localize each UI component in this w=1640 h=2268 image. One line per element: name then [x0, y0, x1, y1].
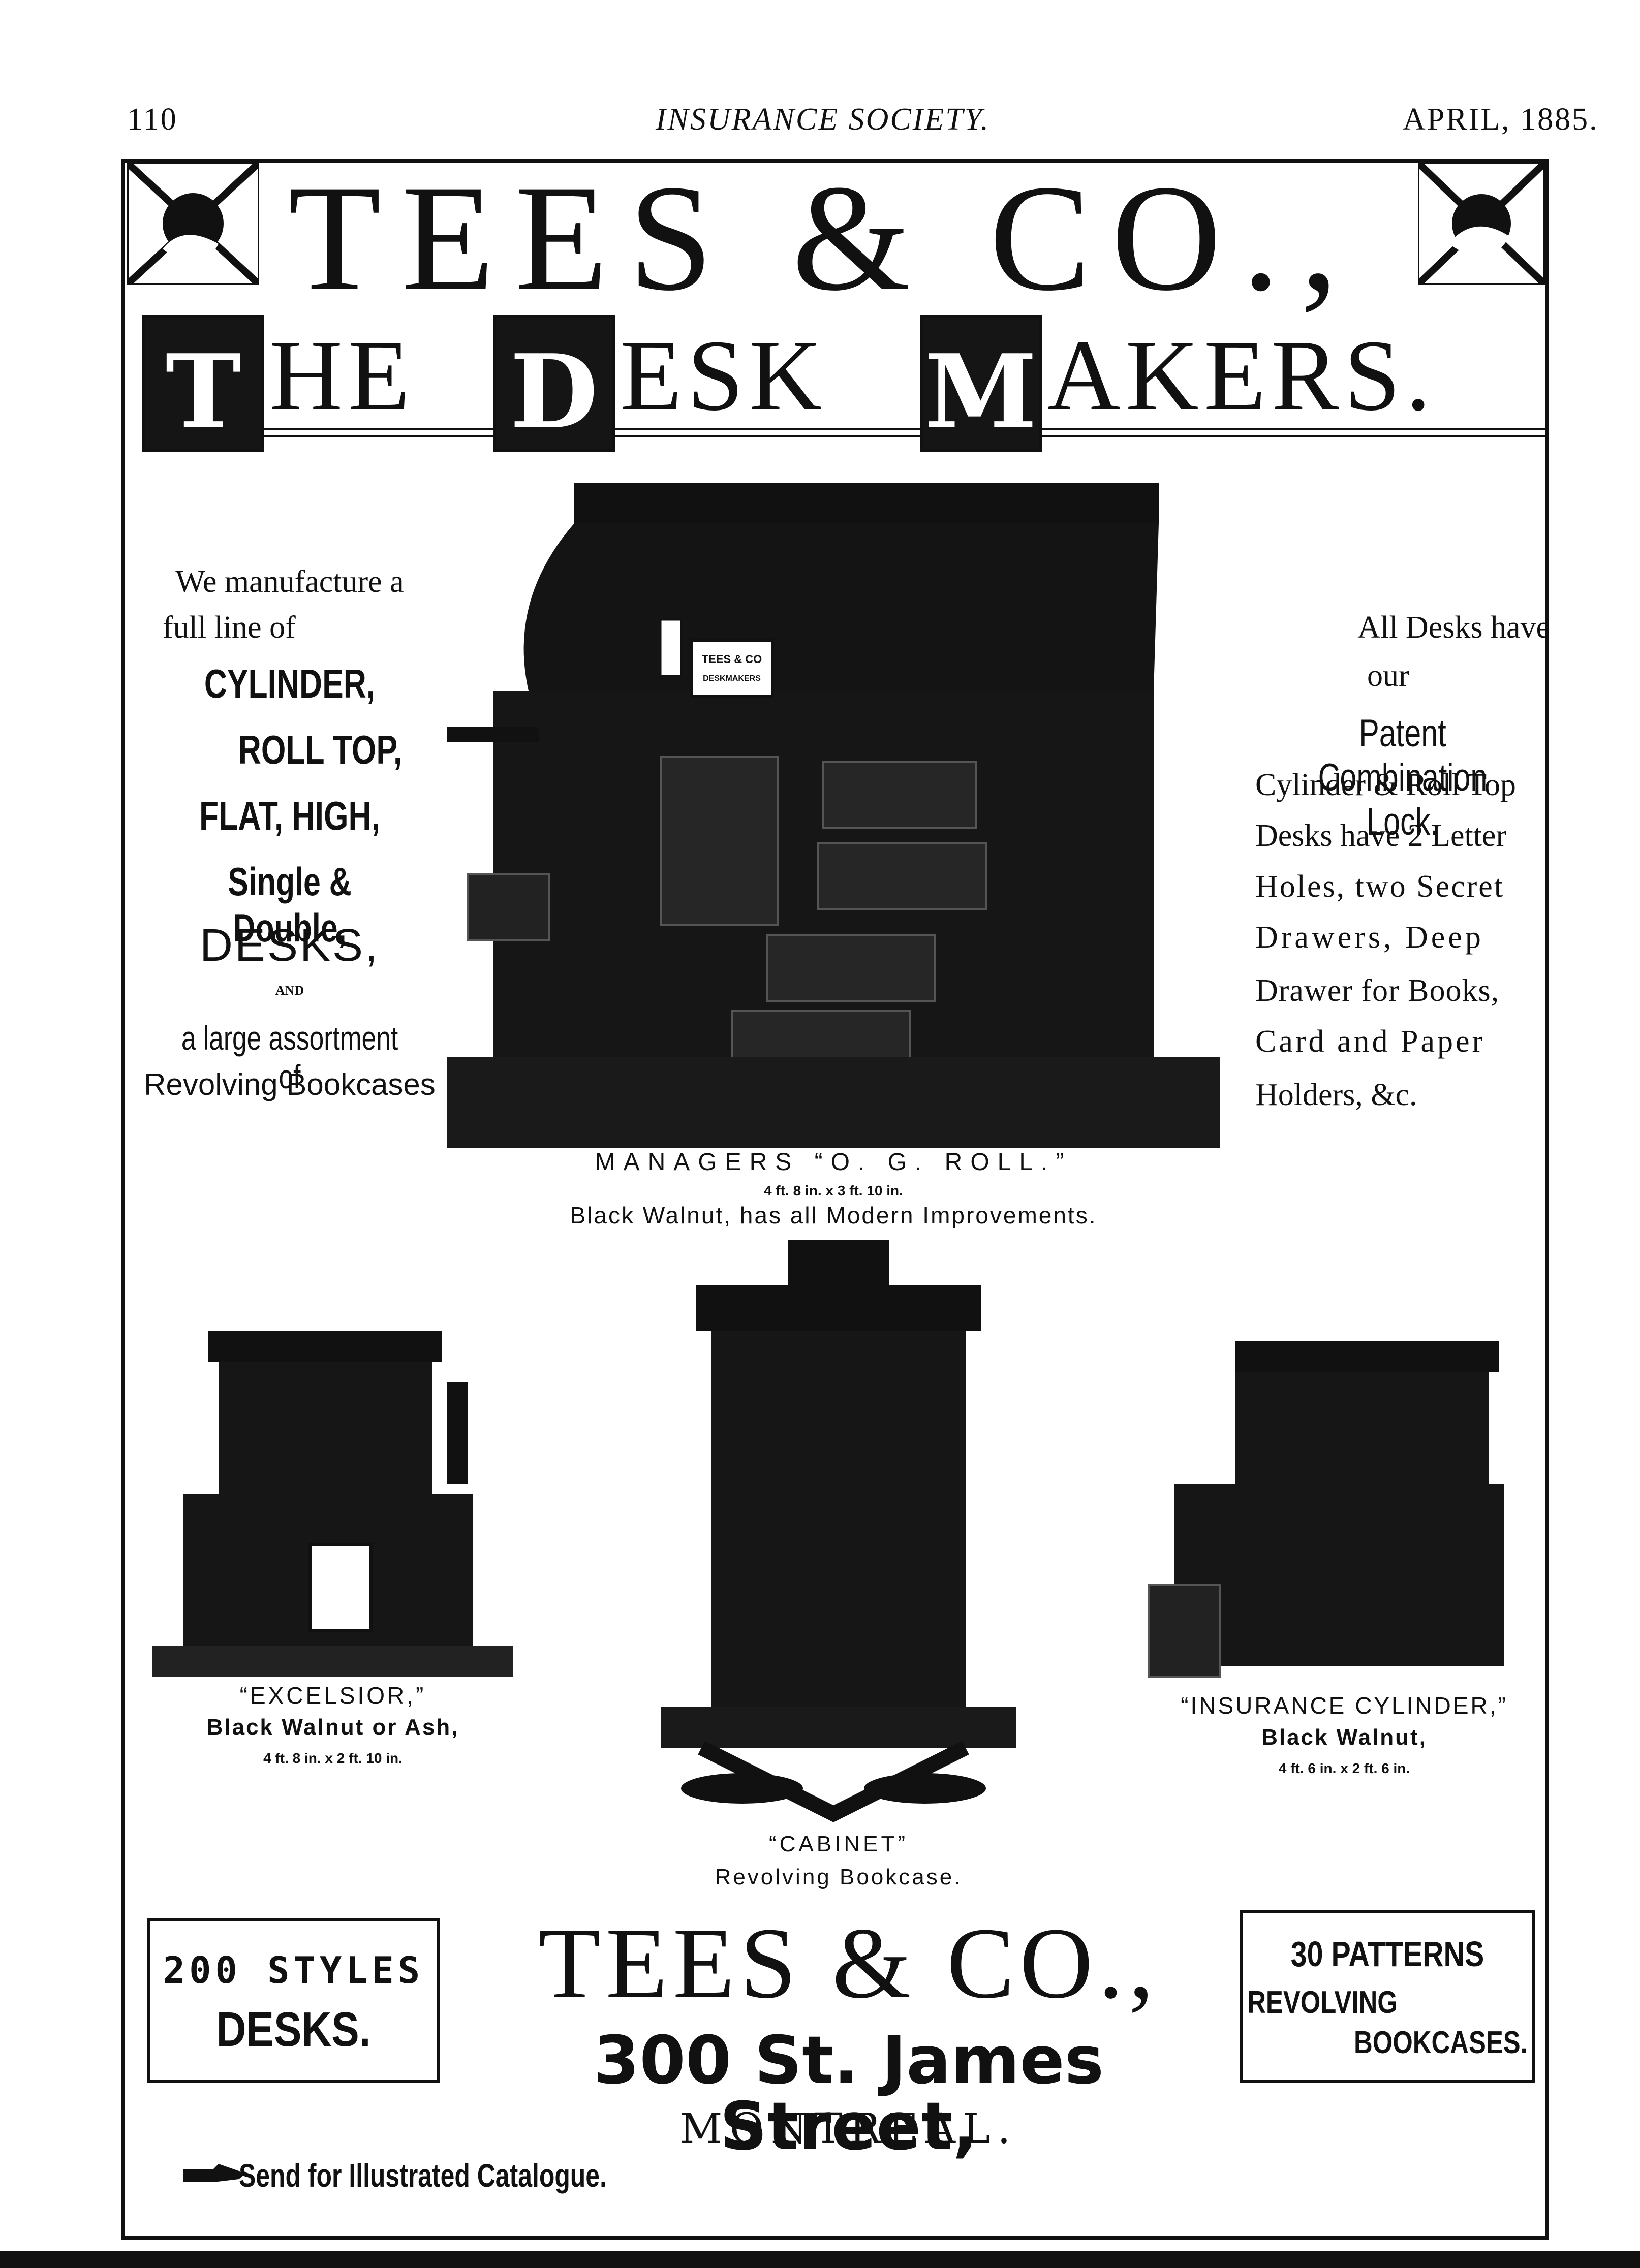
pointing-hand-icon — [183, 2164, 244, 2182]
tagline-rule — [142, 435, 1545, 437]
right-text-line: Holders, &c. — [1255, 1078, 1417, 1112]
left-text-line: full line of — [163, 610, 296, 645]
company-name-heading: TEES & CO., — [288, 153, 1359, 322]
right-text-line: All Desks have — [1357, 610, 1550, 645]
tagline-word-makers: AKERS. — [1047, 320, 1436, 432]
cabinet-name: “CABINET” — [769, 1832, 908, 1856]
left-text-line: CYLINDER, — [204, 661, 376, 706]
illuminated-initial-m: M — [920, 315, 1042, 452]
svg-text:DESKMAKERS: DESKMAKERS — [703, 674, 761, 683]
main-desk-name: MANAGERS “O. G. ROLL.” — [595, 1149, 1072, 1176]
issue-date: APRIL, 1885. — [1403, 102, 1599, 137]
patterns-label-line: BOOKCASES. — [1353, 2025, 1528, 2060]
tagline-word-desk: ESK — [620, 320, 827, 432]
insurance-cylinder-name: “INSURANCE CYLINDER,” — [1181, 1692, 1508, 1719]
right-text-line: Drawers, Deep — [1255, 920, 1484, 955]
journal-title: INSURANCE SOCIETY. — [656, 102, 991, 137]
cabinet-bookcase-illustration — [661, 1240, 1016, 1822]
excelsior-size: 4 ft. 8 in. x 2 ft. 10 in. — [263, 1750, 403, 1766]
tagline-word-the: HE — [269, 320, 415, 432]
patterns-bookcases-box: 30 PATTERNS REVOLVING BOOKCASES. — [1240, 1910, 1535, 2083]
tagline-rule — [142, 428, 1545, 430]
right-text-line: Drawer for Books, — [1255, 973, 1500, 1008]
illuminated-initial-d: D — [493, 315, 615, 452]
left-text-line: Revolving Bookcases — [144, 1067, 436, 1101]
ad-frame — [121, 159, 1549, 2240]
right-text-line: Cylinder & Roll Top — [1255, 768, 1516, 802]
insurance-cylinder-desk-illustration — [1148, 1341, 1504, 1678]
svg-text:TEES & CO: TEES & CO — [702, 653, 762, 666]
roll-top-desk-illustration: TEES & CO DESKMAKERS — [447, 483, 1220, 1148]
styles-count: 200 STYLES — [163, 1949, 424, 1992]
right-text-line: Desks have 2 Letter — [1255, 818, 1507, 853]
footer-city: MONTREAL. — [679, 2105, 1018, 2153]
right-text-line: our — [1367, 658, 1409, 693]
left-text-line: ROLL TOP, — [238, 727, 403, 772]
main-desk-size: 4 ft. 8 in. x 3 ft. 10 in. — [764, 1183, 903, 1199]
insurance-cylinder-description: Black Walnut, — [1261, 1725, 1427, 1750]
catalogue-notice: Send for Illustrated Catalogue. — [239, 2157, 607, 2194]
corner-ornament-left — [127, 163, 259, 285]
left-text-line: AND — [275, 983, 304, 998]
patterns-label-line: REVOLVING — [1247, 1985, 1398, 2020]
footer-address: 300 St. James Street, — [593, 2022, 1104, 2165]
scan-edge — [0, 2251, 1640, 2268]
insurance-cylinder-size: 4 ft. 6 in. x 2 ft. 6 in. — [1278, 1760, 1410, 1776]
left-text-line: We manufacture a — [175, 564, 404, 599]
styles-desks-box: 200 STYLES DESKS. — [147, 1918, 440, 2083]
main-desk-description: Black Walnut, has all Modern Improvement… — [570, 1202, 1097, 1228]
excelsior-name: “EXCELSIOR,” — [239, 1682, 426, 1709]
cabinet-description: Revolving Bookcase. — [715, 1865, 963, 1889]
footer-company-name: TEES & CO., — [538, 1907, 1159, 2020]
left-text-line: FLAT, HIGH, — [199, 793, 380, 838]
left-text-line: Single & Double, — [228, 859, 352, 950]
right-text-line: Patent Combination Lock. — [1318, 712, 1488, 843]
excelsior-desk-illustration — [152, 1331, 513, 1677]
excelsior-description: Black Walnut or Ash, — [206, 1715, 459, 1740]
left-text-line: DESKS, — [199, 920, 380, 971]
right-text-line: Card and Paper — [1255, 1024, 1486, 1059]
left-text-line: a large assortment of — [181, 1019, 398, 1095]
page-number: 110 — [127, 102, 178, 137]
illuminated-initial-t: T — [142, 315, 264, 452]
tagline-desk-makers: T HE D ESK M AKERS. — [142, 315, 1545, 452]
corner-ornament-right — [1418, 163, 1545, 285]
right-text-line: Holes, two Secret — [1255, 869, 1505, 904]
styles-label: DESKS. — [216, 2002, 371, 2057]
patterns-count: 30 PATTERNS — [1290, 1934, 1484, 1974]
